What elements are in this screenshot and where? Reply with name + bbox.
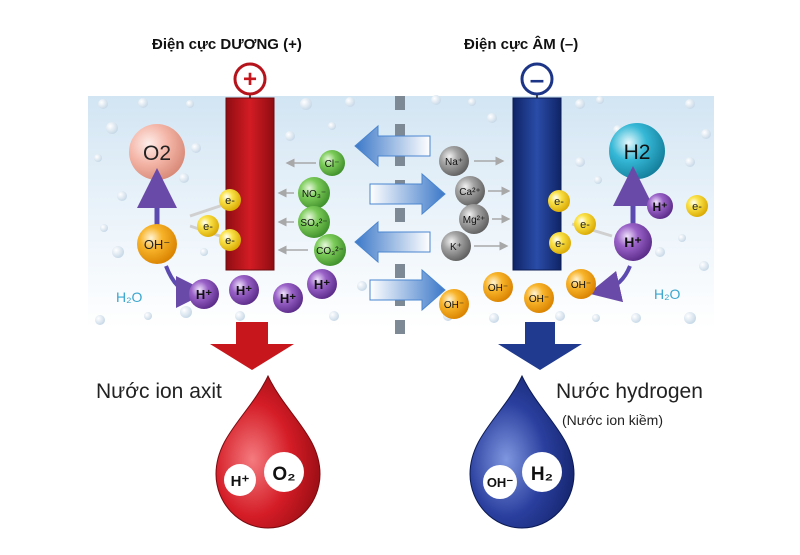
positive-electrode-bar xyxy=(225,97,275,271)
electron-label: e- xyxy=(555,238,565,250)
proton-label: H⁺ xyxy=(314,277,330,292)
cation-label: Na⁺ xyxy=(445,157,463,168)
anion-label: Cl⁻ xyxy=(325,159,340,170)
hydroxide-label: OH⁻ xyxy=(444,300,464,311)
h-plus-ion-right: H⁺ xyxy=(614,223,652,261)
acid-water-label: Nước ion axit xyxy=(96,380,222,403)
cations: Na⁺ Ca²⁺ Mg²⁺ K⁺ xyxy=(439,146,511,261)
h2-molecule: H2 xyxy=(609,123,665,179)
negative-electrode-title: Điện cực ÂM (–) xyxy=(464,36,579,53)
plus-terminal xyxy=(233,62,267,96)
oh-left-label: OH⁻ xyxy=(144,237,170,252)
cation-label: Mg²⁺ xyxy=(463,215,486,226)
protons-left: H⁺ H⁺ H⁺ H⁺ xyxy=(189,269,337,313)
h2o-right-label: H₂O xyxy=(654,286,681,302)
h-plus-small: H⁺ xyxy=(647,193,673,219)
water-bubbles xyxy=(94,95,711,325)
h2-label: H2 xyxy=(624,141,651,164)
h2o-left-label: H₂O xyxy=(116,289,143,305)
electron-label: e- xyxy=(580,219,590,231)
ion-exchange-arrows xyxy=(354,124,446,312)
h-plus-label: H⁺ xyxy=(624,234,642,250)
right-electrons: e- e- e- xyxy=(548,190,613,254)
anions: Cl⁻ NO₃⁻ SO₄²⁻ CO₃²⁻ xyxy=(277,150,346,266)
hydroxide-label: OH⁻ xyxy=(571,280,591,291)
minus-sign-icon: – xyxy=(530,64,544,94)
acid-water-drop: H⁺ O₂ xyxy=(215,374,321,529)
proton-label: H⁺ xyxy=(236,283,252,298)
h2o-split-arrow xyxy=(588,265,632,303)
drop-ion-oh: OH⁻ xyxy=(487,475,514,490)
free-electron: e- xyxy=(686,195,708,217)
alkaline-water-sublabel: (Nước ion kiềm) xyxy=(562,412,664,428)
hydroxide-label: OH⁻ xyxy=(529,294,549,305)
arrow-left-2 xyxy=(354,220,431,264)
hydroxides-right: OH⁻ OH⁻ OH⁻ OH⁻ xyxy=(439,269,596,319)
proton-label: H⁺ xyxy=(280,291,296,306)
electron-label: e- xyxy=(225,195,235,207)
positive-electrode: + xyxy=(225,62,275,271)
arrow-right-1 xyxy=(369,172,446,216)
oh-ion-left: OH⁻ xyxy=(137,224,177,264)
proton-label: H⁺ xyxy=(196,287,212,302)
o2-molecule: O2 xyxy=(129,124,185,180)
electron-label: e- xyxy=(225,235,235,247)
hydrogen-water-drop: OH⁻ H₂ xyxy=(469,374,575,529)
electron-label: e- xyxy=(554,196,564,208)
electron-label: e- xyxy=(203,221,213,233)
arrow-left-1 xyxy=(354,124,431,168)
acid-output-arrow xyxy=(210,322,294,370)
minus-terminal xyxy=(520,62,554,96)
o2-label: O2 xyxy=(143,142,171,165)
left-electrons: e- e- e- xyxy=(189,189,241,251)
svg-text:H⁺: H⁺ xyxy=(653,200,668,214)
cation-label: Ca²⁺ xyxy=(459,187,480,198)
arrow-right-2 xyxy=(369,268,446,312)
alkaline-output-arrow xyxy=(498,322,582,370)
cation-label: K⁺ xyxy=(450,242,462,253)
plus-sign-icon: + xyxy=(243,66,257,93)
svg-text:e-: e- xyxy=(692,201,702,213)
drop-ion-h: H⁺ xyxy=(231,473,250,490)
hydrogen-water-label: Nước hydrogen xyxy=(556,380,703,403)
hydroxide-label: OH⁻ xyxy=(488,283,508,294)
positive-electrode-title: Điện cực DƯƠNG (+) xyxy=(152,36,302,53)
anion-label: SO₄²⁻ xyxy=(300,218,327,229)
drop-ion-h2: H₂ xyxy=(531,464,553,485)
anion-label: CO₃²⁻ xyxy=(316,246,344,257)
anion-label: NO₃⁻ xyxy=(302,189,326,200)
drop-ion-o2: O₂ xyxy=(272,464,295,485)
